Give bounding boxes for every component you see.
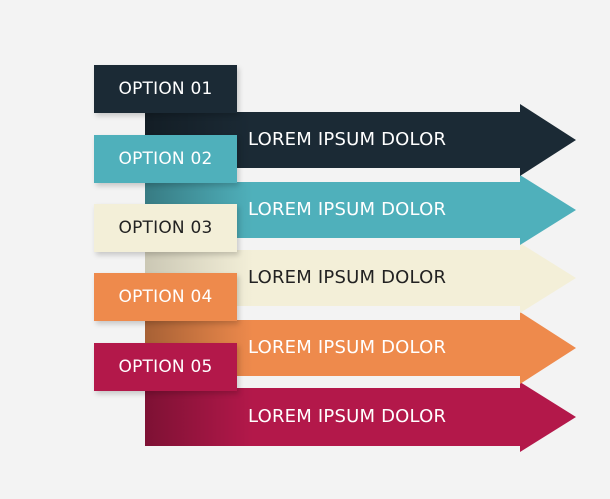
arrow-option-1 xyxy=(145,104,576,176)
option-label-1: OPTION 01 xyxy=(94,65,237,113)
arrow-text-1: LOREM IPSUM DOLOR xyxy=(248,129,447,150)
option-label-2: OPTION 02 xyxy=(94,135,237,183)
arrow-text-2: LOREM IPSUM DOLOR xyxy=(248,199,447,220)
arrow-option-2 xyxy=(145,175,576,245)
option-label-4: OPTION 04 xyxy=(94,273,237,321)
arrow-option-5 xyxy=(145,382,576,452)
option-label-3: OPTION 03 xyxy=(94,204,237,252)
arrow-text-4: LOREM IPSUM DOLOR xyxy=(248,337,447,358)
arrow-text-5: LOREM IPSUM DOLOR xyxy=(248,406,447,427)
arrow-option-3 xyxy=(145,243,576,313)
arrow-option-4 xyxy=(145,312,576,384)
arrow-text-3: LOREM IPSUM DOLOR xyxy=(248,267,447,288)
option-label-5: OPTION 05 xyxy=(94,343,237,391)
